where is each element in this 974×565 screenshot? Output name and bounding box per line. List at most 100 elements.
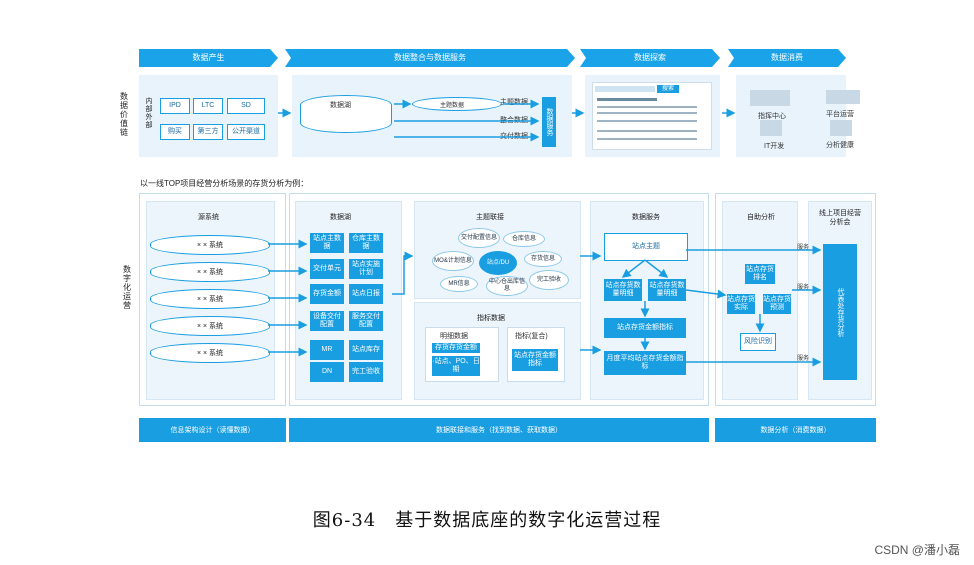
frame-source bbox=[139, 193, 286, 406]
metric-left-item-2: ·站点、PO、日期 bbox=[432, 356, 480, 376]
self-site-actual: 站点存货实际 bbox=[727, 294, 755, 314]
self-site-forecast: 站点存货预测 bbox=[763, 294, 791, 314]
lake-site-plan: 站点实施计划 bbox=[349, 259, 383, 279]
platform-ops-icon bbox=[826, 90, 860, 104]
self-risk: 风险识别 bbox=[740, 333, 776, 351]
theme-delivery-config: 交付配置信息 bbox=[458, 228, 500, 248]
source-system-1: × × 系统 bbox=[150, 235, 270, 255]
lake-inventory-amount: 存货金额 bbox=[310, 284, 344, 304]
service-label-2: 服务 bbox=[797, 285, 810, 291]
explore-line bbox=[597, 112, 697, 114]
source-purchase: 购买 bbox=[160, 124, 190, 140]
data-service-box: 数据服务 bbox=[542, 97, 556, 147]
consume-it-dev: IT开发 bbox=[764, 143, 785, 150]
source-system-4: × × 系统 bbox=[150, 316, 270, 336]
self-title: 自助分析 bbox=[747, 214, 775, 221]
metric-left-title: 明细数据 bbox=[440, 333, 468, 340]
analytics-icon bbox=[830, 120, 852, 136]
bottom-bar-analysis: 数据分析（消费数据） bbox=[715, 418, 876, 442]
consume-platform-ops: 平台运营 bbox=[826, 111, 854, 118]
service-site-amount: 站点存货金额指标 bbox=[604, 318, 686, 338]
chevron-data-integration: 数据整合与数据服务 bbox=[285, 49, 575, 67]
explore-line bbox=[597, 98, 657, 101]
theme-mo-plan: MO&计划信息 bbox=[432, 251, 474, 271]
explore-search-button: 搜索 bbox=[657, 85, 679, 93]
metric-right-title: 指标(复合) bbox=[515, 333, 548, 340]
lake-completion: 完工验收 bbox=[349, 362, 383, 382]
lake-warehouse-master: 仓库主数据 bbox=[349, 233, 383, 253]
data-service-label: 数据服务 bbox=[546, 108, 553, 136]
data-lake-label: 数据湖 bbox=[330, 102, 351, 109]
explore-line bbox=[597, 130, 697, 132]
digital-ops-label: 数字化运营 bbox=[123, 265, 131, 310]
value-chain-label: 数据价值链 bbox=[120, 92, 128, 137]
watermark: CSDN @潘小磊 bbox=[874, 543, 960, 557]
chevron-data-generation: 数据产生 bbox=[139, 49, 278, 67]
theme-completion: 完工验收 bbox=[529, 270, 569, 290]
service-label-3: 服务 bbox=[797, 356, 810, 362]
lake-service-config: 服务交付配置 bbox=[349, 311, 383, 331]
theme-data-cylinder bbox=[412, 97, 502, 111]
service-monthly-avg: 月度平均站点存货金额指标 bbox=[604, 351, 686, 375]
theme-center-site: 站点/DU bbox=[479, 251, 517, 275]
bottom-bar-connection: 数据联接和服务（找到数据、获取数据） bbox=[289, 418, 709, 442]
figure-caption: 图6-34 基于数据底座的数字化运营过程 bbox=[312, 510, 662, 531]
metric-title: 指标数据 bbox=[477, 315, 505, 322]
arrow-lake-to-theme-2 bbox=[392, 251, 414, 295]
theme-data-label: 主题数据 bbox=[440, 103, 465, 109]
consume-command-center: 指挥中心 bbox=[758, 113, 786, 120]
online-box-label: 代表处存货分析 bbox=[837, 287, 844, 337]
command-center-icon bbox=[750, 90, 790, 106]
lake-title: 数据湖 bbox=[330, 214, 351, 221]
consume-analytics: 分析健康 bbox=[826, 142, 854, 149]
panel-data-generation bbox=[139, 75, 278, 157]
service-site-theme: 站点主题 bbox=[604, 233, 688, 261]
source-ipd: IPD bbox=[160, 98, 190, 114]
service-site-qty-2: 站点存货数量明细 bbox=[648, 279, 686, 301]
data-lake-cylinder bbox=[300, 95, 392, 133]
explore-line bbox=[597, 120, 697, 122]
source-system-5: × × 系统 bbox=[150, 343, 270, 363]
self-site-ranking: 站点存货排名 bbox=[745, 264, 775, 284]
source-public: 公开渠道 bbox=[227, 124, 265, 140]
service-label-1: 服务 bbox=[797, 245, 810, 251]
theme-title: 主题联接 bbox=[476, 214, 504, 221]
theme-central-outbound: 中心仓出库信息 bbox=[486, 276, 528, 296]
theme-warehouse-info: 仓库信息 bbox=[503, 231, 545, 247]
explore-line bbox=[597, 106, 697, 108]
arrow-to-self bbox=[685, 289, 727, 299]
bottom-bar-architecture: 信息架构设计（读懂数据） bbox=[139, 418, 286, 442]
explore-line bbox=[597, 138, 697, 140]
arrow-svc-b bbox=[644, 259, 669, 278]
chevron-data-exploration: 数据探索 bbox=[580, 49, 720, 67]
source-system-title: 源系统 bbox=[198, 214, 219, 221]
source-ltc: LTC bbox=[193, 98, 223, 114]
panel-data-consumption bbox=[736, 75, 846, 157]
theme-inventory-info: 存货信息 bbox=[524, 251, 562, 267]
source-system-3: × × 系统 bbox=[150, 289, 270, 309]
lake-mr: MR bbox=[310, 340, 344, 360]
source-sd: SD bbox=[227, 98, 265, 114]
lake-site-daily: 站点日报 bbox=[349, 284, 383, 304]
section-title: 以一线TOP项目经营分析场景的存货分析为例： bbox=[140, 179, 309, 188]
internal-external-label: 内部外部 bbox=[145, 98, 153, 129]
source-third-party: 第三方 bbox=[193, 124, 223, 140]
metric-right-item: 站点存货金额指标 bbox=[512, 349, 558, 371]
frame-integration bbox=[289, 193, 709, 406]
frame-analysis bbox=[715, 193, 876, 406]
service-title: 数据服务 bbox=[632, 214, 660, 221]
output-theme-data: 主题数据 bbox=[500, 99, 528, 106]
lake-dn: DN bbox=[310, 362, 344, 382]
online-box: 代表处存货分析 bbox=[823, 244, 857, 380]
chevron-data-consumption: 数据消费 bbox=[728, 49, 846, 67]
lake-equipment-config: 设备交付配置 bbox=[310, 311, 344, 331]
online-title: 线上项目经营分析会 bbox=[819, 210, 861, 226]
explore-search-bar bbox=[595, 86, 655, 92]
lake-delivery-unit: 交付单元 bbox=[310, 259, 344, 279]
theme-mr-info: MR信息 bbox=[440, 276, 478, 292]
metric-left-item-1: 存货存货金额 bbox=[432, 343, 480, 353]
it-dev-icon bbox=[760, 120, 782, 136]
service-site-qty-1: 站点存货数量明细 bbox=[604, 279, 642, 301]
lake-site-stock: 站点库存 bbox=[349, 340, 383, 360]
